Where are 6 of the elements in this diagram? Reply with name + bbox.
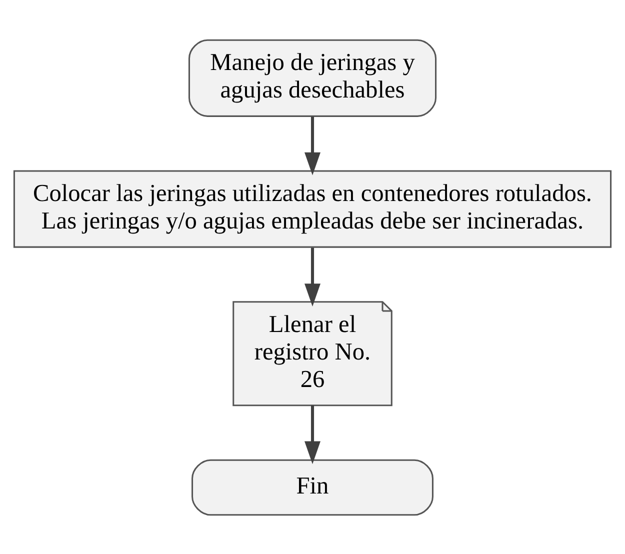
node-box: Fin <box>192 458 434 516</box>
node-box: Colocar las jeringas utilizadas en contenedores rotulados. Las jeringas y/o agujas empleadas debe ser incineradas. <box>13 170 612 248</box>
arrow <box>304 404 320 464</box>
arrow <box>304 247 320 306</box>
node-box: Manejo de jeringas y agujas desechables <box>188 38 437 116</box>
arrow <box>304 116 320 175</box>
